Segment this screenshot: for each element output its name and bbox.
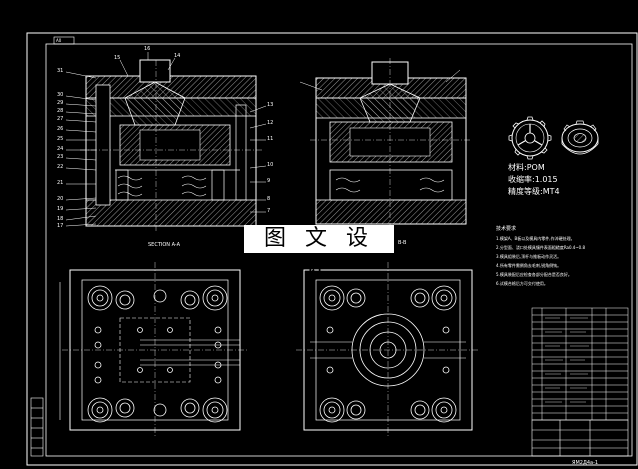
tolerance-label: 精度等级:MT4 xyxy=(508,186,560,196)
callout-number: 8 xyxy=(267,196,271,202)
tech-req-item: 6.试模合格后方可交付使用。 xyxy=(496,280,548,286)
tech-req-item: 5.模具装配后应检查各部分配合是否良好。 xyxy=(496,271,572,277)
product-gear-iso-1 xyxy=(508,116,552,160)
title-block-code: ЯМ2Д4а-1 xyxy=(572,460,598,466)
section-bb-label: B-B xyxy=(398,240,407,246)
bom-row-fill xyxy=(545,317,589,403)
callout-number: 7 xyxy=(267,208,271,214)
callout-number: 27 xyxy=(57,116,64,122)
section-aa-view: SECTION A-A xyxy=(80,59,262,248)
callout-number: 23 xyxy=(57,154,64,160)
sheet-corner-label: A0 xyxy=(56,38,62,43)
callout-number: 24 xyxy=(57,146,64,152)
callout-number: 21 xyxy=(57,180,64,186)
material-label: 材料:POM xyxy=(508,162,545,172)
section-aa-label: SECTION A-A xyxy=(148,242,181,248)
callout-number: 17 xyxy=(57,223,64,229)
sheet-inner-border xyxy=(45,43,633,457)
corner-tag xyxy=(53,36,75,45)
callout-number: 26 xyxy=(57,126,64,132)
sheet-outer-border xyxy=(26,32,638,466)
callout-number: 29 xyxy=(57,100,64,106)
callout-number: 31 xyxy=(57,68,64,74)
left-revision-strip xyxy=(30,397,44,457)
callout-number: 30 xyxy=(57,92,64,98)
product-info: 材料:POM 收缩率:1.015 精度等级:MT4 xyxy=(508,162,560,196)
callout-number: 15 xyxy=(114,55,121,61)
callout-number: 9 xyxy=(267,178,271,184)
tech-requirements: 技术要求 1.模架A、B板以及模具内零件,作淬硬处理。 2.分型面、浇口处模具镶… xyxy=(496,225,585,286)
plan-view-moving-half xyxy=(59,262,248,438)
shrinkage-label: 收缩率:1.015 xyxy=(508,174,558,184)
tech-req-title: 技术要求 xyxy=(496,225,516,232)
section-bb-view: B-B xyxy=(299,58,472,246)
callout-number: 11 xyxy=(267,136,274,142)
tech-req-item: 4.所有零件需倒角去毛刺,锐角倒钝。 xyxy=(496,262,561,268)
title-block xyxy=(531,419,629,457)
bill-of-materials-table xyxy=(531,307,629,421)
watermark-banner: 图 文 设 计 xyxy=(244,225,394,279)
callout-number: 20 xyxy=(57,196,64,202)
callout-number: 28 xyxy=(57,108,64,114)
callout-number: 13 xyxy=(267,102,274,108)
callout-number: 25 xyxy=(57,136,64,142)
callout-number: 12 xyxy=(267,120,274,126)
callout-number: 14 xyxy=(174,53,181,59)
product-gear-iso-2 xyxy=(561,120,599,155)
callout-number: 18 xyxy=(57,216,64,222)
left-callout-leaders xyxy=(65,52,267,227)
callout-number: 19 xyxy=(57,206,64,212)
tech-req-item: 1.模架A、B板以及模具内零件,作淬硬处理。 xyxy=(496,235,575,241)
tech-req-item: 3.模具组装后,顶杆与推板动作灵活。 xyxy=(496,253,561,259)
plan-view-fixed-half xyxy=(296,262,480,438)
callout-number: 22 xyxy=(57,164,64,170)
callout-number: 16 xyxy=(144,46,151,52)
tech-req-item: 2.分型面、浇口处模具镶件表面粗糙度Ra0.4~0.8 xyxy=(496,244,585,250)
callout-number: 10 xyxy=(267,162,274,168)
